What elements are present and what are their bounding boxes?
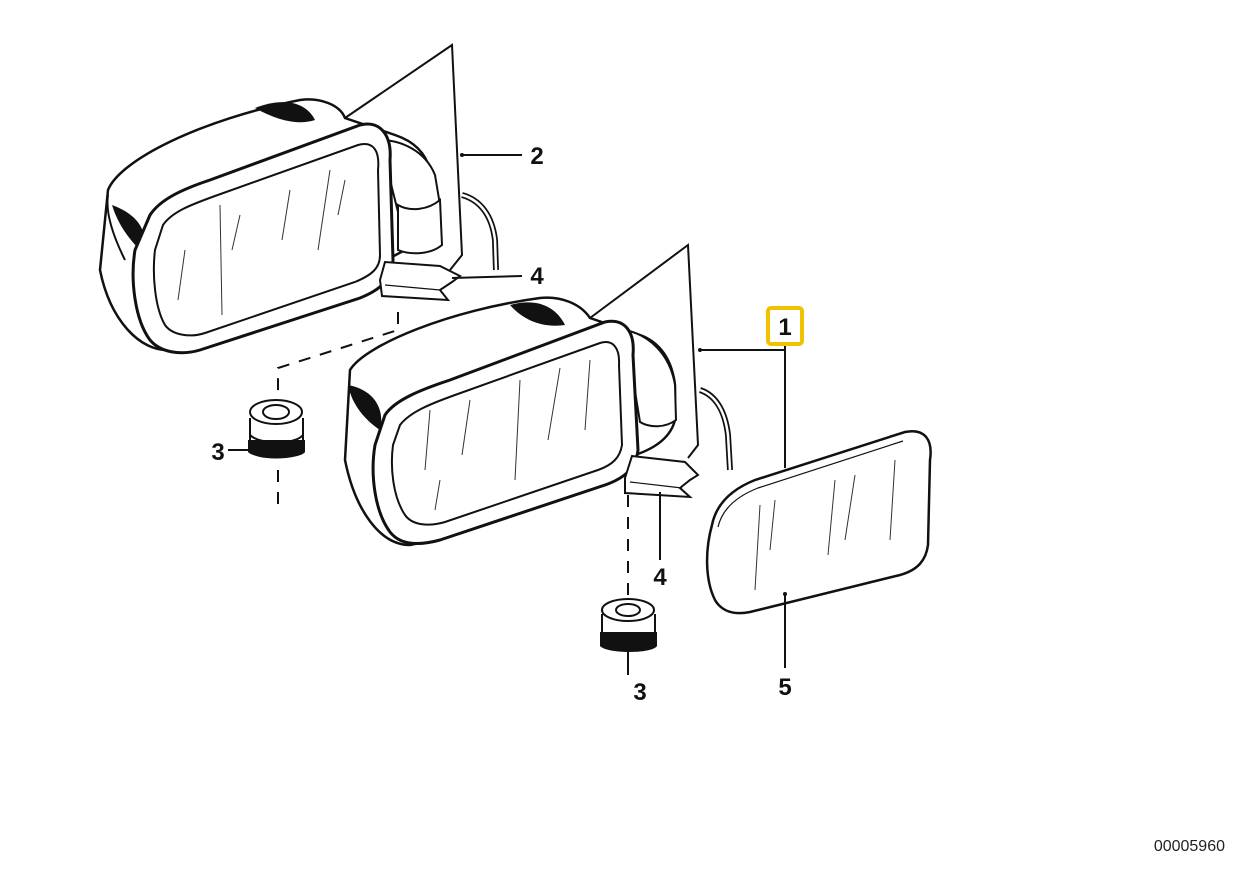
upper-assembly-dashline [277,312,399,395]
callout-3-lower[interactable]: 3 [633,679,646,706]
callout-5[interactable]: 5 [778,674,791,701]
lower-clip [624,454,700,499]
lower-mounting-plate [589,243,700,459]
callout-1-highlight [766,306,804,346]
document-number: 00005960 [1154,838,1225,855]
callout-4-upper[interactable]: 4 [530,263,544,290]
lower-mirror-assembly [343,243,733,547]
callout-4-lower[interactable]: 4 [653,564,667,591]
mirror-glass [705,429,932,615]
callout-2[interactable]: 2 [530,143,543,170]
upper-mirror-assembly [98,43,499,355]
callout-3-upper[interactable]: 3 [211,439,224,466]
upper-mounting-plate [344,43,464,271]
lower-plug [600,598,657,652]
upper-plug [248,399,305,459]
callout-1[interactable]: 1 [778,314,791,341]
upper-clip [378,260,462,302]
